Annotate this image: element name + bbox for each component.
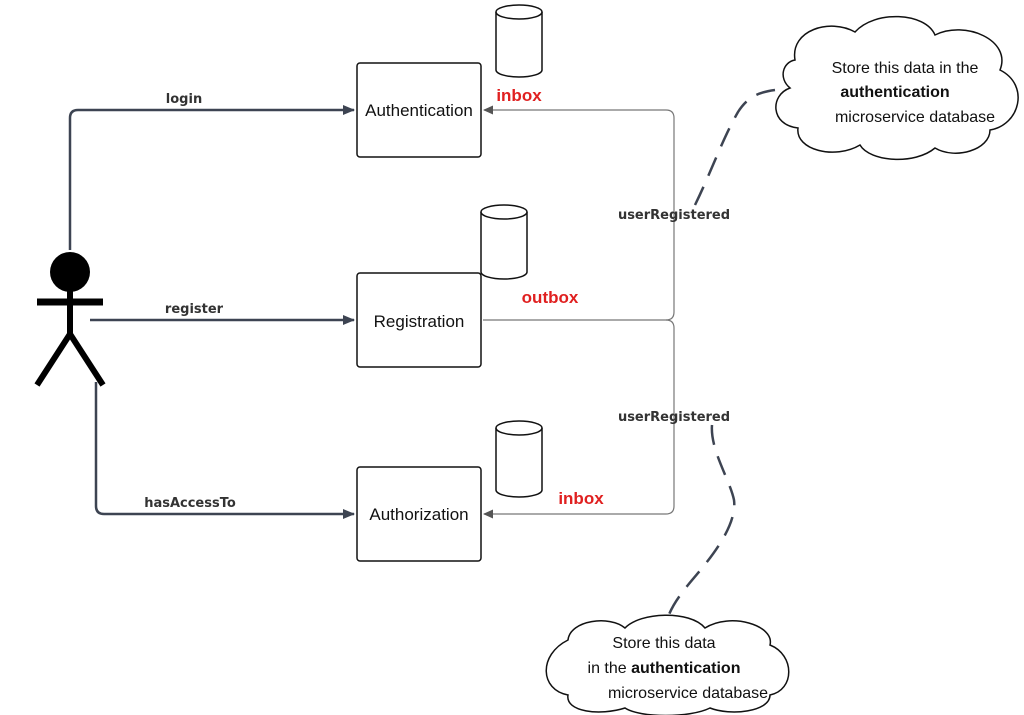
authentication-label: Authentication [365,101,473,120]
bottom-note-line2: in the authentication [588,660,741,677]
login-label: login [166,92,202,107]
has-access-to-label: hasAccessTo [144,496,236,511]
registration-label: Registration [374,312,465,331]
actor-icon [34,252,106,387]
registration-box [356,272,482,368]
top-note-connector [693,88,776,206]
bottom-note-line2-bold: authentication [631,660,740,677]
top-note-line1: Store this data in the [832,60,979,77]
top-note-line3: microservice database [835,109,995,126]
top-note-line2: authentication [840,84,949,101]
bottom-note-line2-prefix: in the [588,660,632,677]
authentication-box [356,62,482,158]
bottom-note-line3: microservice database [608,685,768,702]
user-registered-label-2: userRegistered [618,410,730,425]
bottom-note-connector [663,424,736,629]
top-note-cloud [775,15,1019,160]
has-access-to-edge [94,382,355,519]
registration-db-label: outbox [522,288,579,307]
user-registered-edge-authentication [483,105,675,321]
registration-database-icon [480,204,528,280]
bottom-note-line1: Store this data [612,635,715,652]
bottom-note-cloud [545,614,790,715]
login-edge [68,105,355,250]
authorization-database-icon [495,420,543,498]
authorization-box [356,466,482,562]
authorization-label: Authorization [369,505,468,524]
authentication-db-label: inbox [496,86,542,105]
authorization-db-label: inbox [558,489,604,508]
user-registered-edge-authorization [483,319,675,519]
register-label: register [165,302,224,317]
authentication-database-icon [495,4,543,78]
user-registered-label-1: userRegistered [618,208,730,223]
